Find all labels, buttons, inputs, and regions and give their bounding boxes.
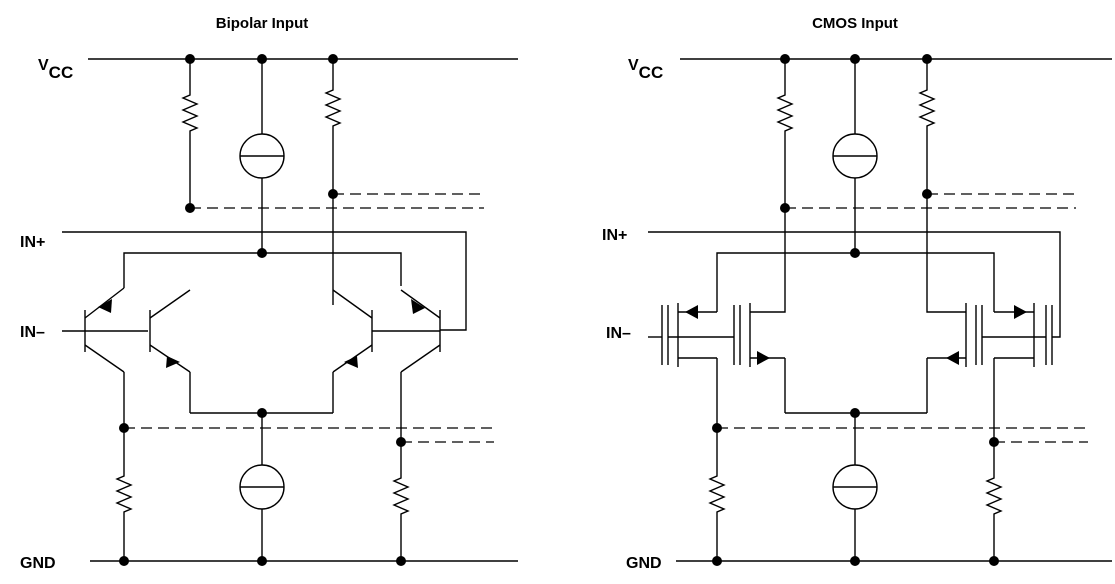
cmos-junctions bbox=[712, 54, 999, 566]
bipolar-emitter-arrow bbox=[411, 299, 425, 314]
cmos-in-plus-label: IN+ bbox=[602, 227, 627, 244]
cmos-vcc-label: VCC bbox=[628, 57, 663, 82]
bipolar-gnd-label: GND bbox=[20, 555, 56, 572]
cmos-transistor-outer-left bbox=[661, 303, 718, 428]
cmos-current-source-bottom bbox=[832, 464, 878, 510]
junction-dot bbox=[396, 556, 406, 566]
junction-dot bbox=[185, 203, 195, 213]
junction-dot bbox=[119, 423, 129, 433]
cmos-resistor-bottom-left bbox=[708, 428, 726, 561]
junction-dot bbox=[780, 203, 790, 213]
bipolar-panel: Bipolar Input VCC IN+ IN– GND bbox=[20, 15, 518, 572]
junction-dot bbox=[396, 437, 406, 447]
cmos-source-arrow bbox=[685, 305, 698, 319]
cmos-source-arrow bbox=[757, 351, 770, 365]
junction-dot bbox=[328, 189, 338, 199]
bipolar-current-source-bottom bbox=[239, 464, 285, 510]
bipolar-in-plus-wire bbox=[62, 231, 467, 331]
cmos-source-arrow bbox=[946, 351, 959, 365]
junction-dot bbox=[257, 556, 267, 566]
bipolar-in-plus-label: IN+ bbox=[20, 234, 45, 251]
cmos-transistor-inner-right bbox=[926, 303, 983, 413]
cmos-top-bar bbox=[716, 252, 995, 312]
junction-dot bbox=[257, 408, 267, 418]
junction-dot bbox=[850, 408, 860, 418]
junction-dot bbox=[712, 423, 722, 433]
bipolar-emitter-arrow bbox=[344, 356, 358, 368]
bipolar-resistor-top-left bbox=[181, 59, 199, 208]
bipolar-junctions bbox=[119, 54, 406, 566]
cmos-current-source-top bbox=[832, 133, 878, 179]
bipolar-resistor-bottom-right bbox=[392, 442, 410, 561]
bipolar-top-bar bbox=[123, 252, 402, 288]
cmos-title: CMOS Input bbox=[812, 15, 898, 32]
bipolar-transistor-inner-left bbox=[149, 289, 191, 413]
cmos-in-plus-wire bbox=[648, 231, 1061, 338]
bipolar-emitter-arrow bbox=[98, 299, 112, 313]
bipolar-in-minus-label: IN– bbox=[20, 324, 45, 341]
junction-dot bbox=[850, 54, 860, 64]
cmos-transistor-inner-left bbox=[733, 303, 786, 413]
cmos-resistor-top-right bbox=[918, 59, 966, 313]
junction-dot bbox=[850, 556, 860, 566]
junction-dot bbox=[257, 54, 267, 64]
junction-dot bbox=[712, 556, 722, 566]
cmos-in-minus-label: IN– bbox=[606, 325, 631, 342]
junction-dot bbox=[185, 54, 195, 64]
junction-dot bbox=[780, 54, 790, 64]
bipolar-current-source-top bbox=[239, 133, 285, 179]
cmos-transistor-outer-right bbox=[993, 303, 1053, 442]
junction-dot bbox=[328, 54, 338, 64]
bipolar-emitter-arrow bbox=[166, 356, 180, 368]
bipolar-resistor-top-right bbox=[324, 59, 342, 305]
bipolar-resistor-bottom-left bbox=[115, 428, 133, 561]
cmos-resistor-bottom-right bbox=[985, 442, 1003, 561]
bipolar-transistor-outer-right bbox=[400, 289, 441, 442]
cmos-resistor-top-left bbox=[750, 59, 794, 313]
junction-dot bbox=[922, 54, 932, 64]
junction-dot bbox=[922, 189, 932, 199]
bipolar-vcc-label: VCC bbox=[38, 57, 73, 82]
cmos-panel: CMOS Input VCC IN+ IN– GND bbox=[602, 15, 1112, 572]
cmos-source-arrow bbox=[1014, 305, 1027, 319]
cmos-gnd-label: GND bbox=[626, 555, 662, 572]
junction-dot bbox=[989, 556, 999, 566]
junction-dot bbox=[119, 556, 129, 566]
junction-dot bbox=[257, 248, 267, 258]
bipolar-transistor-outer-left bbox=[84, 287, 125, 428]
bipolar-transistor-inner-right bbox=[332, 289, 373, 413]
junction-dot bbox=[850, 248, 860, 258]
bipolar-title: Bipolar Input bbox=[216, 15, 309, 32]
junction-dot bbox=[989, 437, 999, 447]
